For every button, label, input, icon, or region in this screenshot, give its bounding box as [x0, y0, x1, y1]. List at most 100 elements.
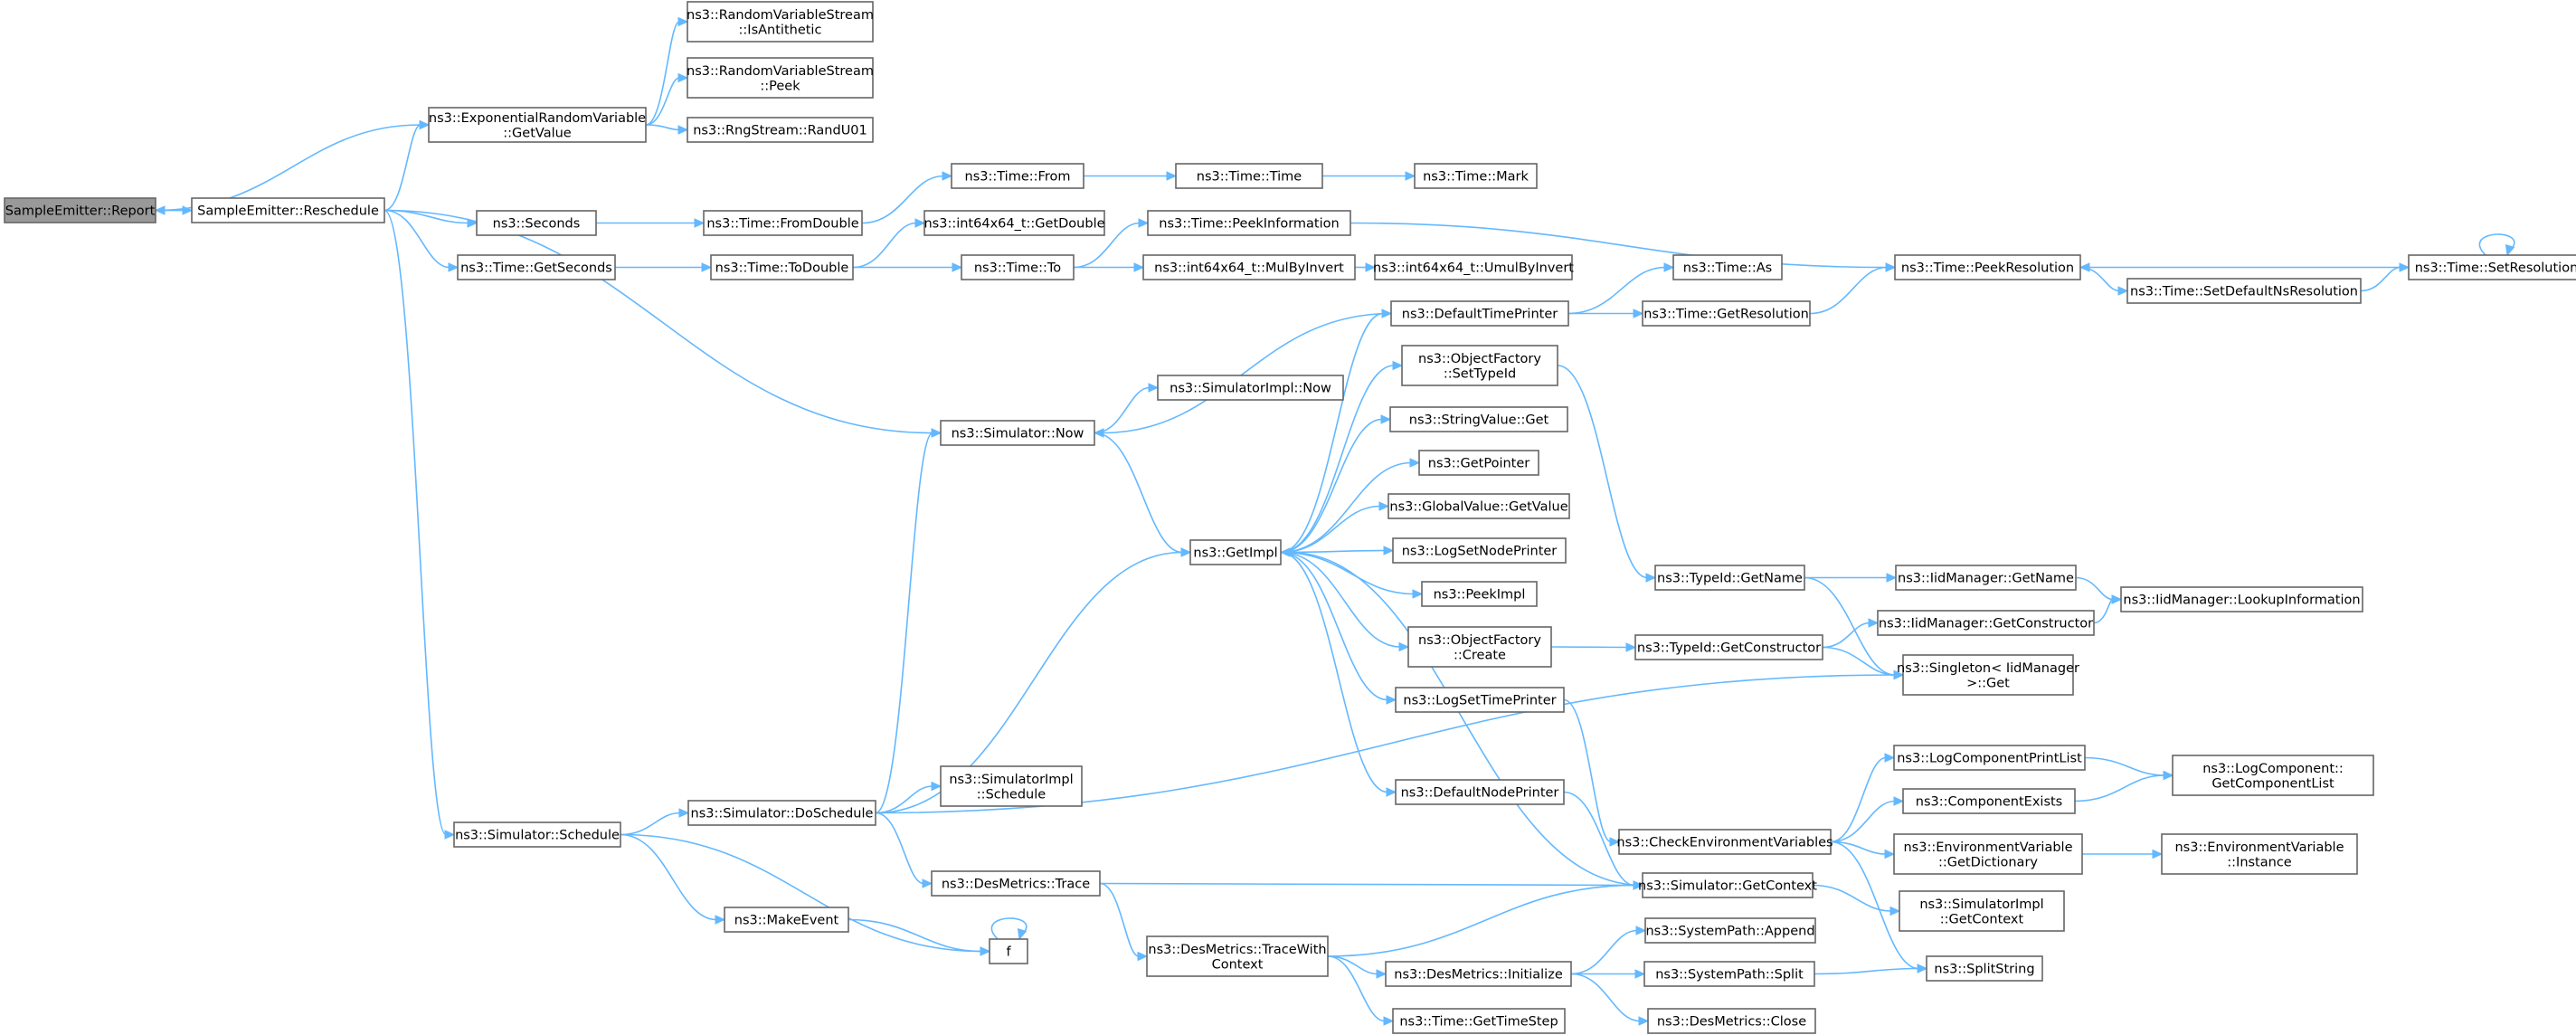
function-node-logsettimeprinter[interactable]: ns3::LogSetTimePrinter — [1395, 687, 1565, 713]
arrowhead — [1634, 969, 1646, 979]
edge-logcomponentprintlist-to-logcomp-getlist — [2084, 756, 2165, 776]
arrowhead — [1383, 546, 1395, 555]
edge-getimpl-to-default-time-printer — [1280, 312, 1384, 554]
function-node-logcomponentprintlist[interactable]: ns3::LogComponentPrintList — [1893, 745, 2086, 771]
function-node-time-gettimestep[interactable]: ns3::Time::GetTimeStep — [1392, 1008, 1566, 1034]
function-node-sim-now[interactable]: ns3::Simulator::Now — [940, 420, 1095, 446]
function-node-default-time-printer[interactable]: ns3::DefaultTimePrinter — [1390, 300, 1569, 327]
function-node-sim-schedule[interactable]: ns3::Simulator::Schedule — [453, 821, 621, 848]
edge-default-time-printer-to-sim-now — [1102, 312, 1392, 434]
function-node-systempath-append[interactable]: ns3::SystemPath::Append — [1644, 917, 1816, 944]
function-node-time-peekinfo[interactable]: ns3::Time::PeekInformation — [1147, 210, 1351, 236]
function-node-peekimpl[interactable]: ns3::PeekImpl — [1421, 581, 1538, 607]
function-node-makeevent[interactable]: ns3::MakeEvent — [724, 907, 849, 933]
function-node-i64-getdouble[interactable]: ns3::int64x64_t::GetDouble — [923, 210, 1105, 236]
function-node-desmetrics-close[interactable]: ns3::DesMetrics::Close — [1647, 1008, 1816, 1034]
function-node-rng-randu01[interactable]: ns3::RngStream::RandU01 — [687, 117, 874, 143]
function-node-default-node-printer[interactable]: ns3::DefaultNodePrinter — [1395, 779, 1565, 805]
node-label: ns3::SplitString — [1934, 963, 2034, 977]
node-label: >::Get — [1966, 676, 2010, 690]
function-node-systempath-split[interactable]: ns3::SystemPath::Split — [1643, 961, 1815, 987]
function-node-getpointer[interactable]: ns3::GetPointer — [1418, 450, 1539, 476]
edge-componentexists-to-logcomp-getlist — [2074, 774, 2165, 802]
node-box — [4, 197, 156, 223]
edge-typeid-getconstructor-to-singleton-get — [1822, 646, 1896, 676]
arrowhead — [1917, 964, 1928, 973]
function-node-of-create[interactable]: ns3::ObjectFactory::Create — [1407, 626, 1552, 668]
function-node-iid-getconstructor[interactable]: ns3::IidManager::GetConstructor — [1877, 610, 2095, 636]
function-node-desmetrics-initialize[interactable]: ns3::DesMetrics::Initialize — [1385, 961, 1572, 987]
arrowhead — [1148, 383, 1160, 393]
function-node-iid-getname[interactable]: ns3::IidManager::GetName — [1895, 565, 2077, 591]
node-label: ns3::int64x64_t::MulByInvert — [1154, 261, 1344, 276]
function-node-time-setdefns[interactable]: ns3::Time::SetDefaultNsResolution — [2126, 278, 2362, 304]
function-node-desmetrics-trace[interactable]: ns3::DesMetrics::Trace — [931, 870, 1101, 897]
arrowhead — [1625, 642, 1637, 652]
function-node-time-to[interactable]: ns3::Time::To — [961, 254, 1075, 280]
function-node-logcomp-getlist[interactable]: ns3::LogComponent::GetComponentList — [2172, 755, 2374, 796]
node-box — [687, 1, 874, 43]
node-label: Context — [1212, 957, 1264, 972]
function-node-iid-lookupinfo[interactable]: ns3::IidManager::LookupInformation — [2120, 586, 2363, 612]
node-box — [1189, 539, 1282, 565]
node-box — [476, 210, 597, 236]
edge-reschedule-to-sim-schedule — [384, 209, 447, 836]
function-node-report[interactable]: SampleEmitter::Report — [4, 197, 156, 223]
node-label: ns3::Time::To — [974, 261, 1061, 276]
function-node-sim-doschedule[interactable]: ns3::Simulator::DoSchedule — [687, 800, 876, 826]
edge-check-env-vars-to-envvar-getdict — [1830, 840, 1887, 855]
node-box — [1642, 300, 1811, 327]
function-node-typeid-getname[interactable]: ns3::TypeId::GetName — [1654, 565, 1805, 591]
function-node-rvs-peek[interactable]: ns3::RandomVariableStream::Peek — [687, 57, 874, 99]
function-node-globalvalue-getvalue[interactable]: ns3::GlobalValue::GetValue — [1387, 493, 1570, 519]
function-node-i64-mulbyinvert[interactable]: ns3::int64x64_t::MulByInvert — [1142, 254, 1356, 280]
function-node-splitstring[interactable]: ns3::SplitString — [1926, 955, 2043, 982]
node-label: ns3::Time::ToDouble — [715, 261, 849, 276]
function-node-typeid-getconstructor[interactable]: ns3::TypeId::GetConstructor — [1634, 634, 1823, 660]
function-node-of-settypeid[interactable]: ns3::ObjectFactory::SetTypeId — [1401, 345, 1558, 386]
function-node-simimpl-schedule[interactable]: ns3::SimulatorImpl::Schedule — [940, 765, 1083, 807]
function-node-time-todouble[interactable]: ns3::Time::ToDouble — [710, 254, 854, 280]
arrowhead — [914, 218, 926, 228]
function-node-sim-getcontext[interactable]: ns3::Simulator::GetContext — [1638, 872, 1817, 898]
function-node-simimpl-getcontext[interactable]: ns3::SimulatorImpl::GetContext — [1899, 890, 2065, 932]
function-node-getimpl[interactable]: ns3::GetImpl — [1189, 539, 1282, 565]
node-box — [453, 821, 621, 848]
node-label: ns3::GetPointer — [1428, 457, 1530, 471]
function-node-time-from[interactable]: ns3::Time::From — [951, 163, 1084, 189]
edge-sim-doschedule-to-desmetrics-trace — [875, 812, 924, 885]
function-node-seconds[interactable]: ns3::Seconds — [476, 210, 597, 236]
function-node-time-getres[interactable]: ns3::Time::GetResolution — [1642, 300, 1811, 327]
function-node-envvar-instance[interactable]: ns3::EnvironmentVariable::Instance — [2161, 833, 2358, 875]
function-node-singleton-get[interactable]: ns3::Singleton< IidManager >::Get — [1897, 654, 2079, 696]
function-node-time-getseconds[interactable]: ns3::Time::GetSeconds — [457, 254, 616, 280]
function-node-time-time[interactable]: ns3::Time::Time — [1175, 163, 1323, 189]
function-node-exp-getvalue[interactable]: ns3::ExponentialRandomVariable::GetValue — [428, 107, 647, 143]
function-node-time-mark[interactable]: ns3::Time::Mark — [1414, 163, 1538, 189]
arrowhead — [1365, 262, 1377, 272]
node-box — [1672, 254, 1783, 280]
function-node-reschedule[interactable]: SampleEmitter::Reschedule — [191, 197, 385, 223]
node-box — [989, 938, 1028, 964]
node-box — [1385, 961, 1572, 987]
function-node-componentexists[interactable]: ns3::ComponentExists — [1902, 788, 2076, 814]
function-node-simimpl-now[interactable]: ns3::SimulatorImpl::Now — [1157, 375, 1344, 401]
arrowhead — [1412, 589, 1424, 599]
function-node-time-setres[interactable]: ns3::Time::SetResolution — [2408, 254, 2576, 280]
node-box — [1395, 779, 1565, 805]
function-node-rvs-isanti[interactable]: ns3::RandomVariableStream::IsAntithetic — [687, 1, 874, 43]
function-node-i64-umulbyinvert[interactable]: ns3::int64x64_t::UmulByInvert — [1373, 254, 1574, 280]
edge-time-todouble-to-i64-getdouble — [852, 222, 917, 269]
function-node-check-env-vars[interactable]: ns3::CheckEnvironmentVariables — [1616, 829, 1833, 855]
function-node-logsetnodeprinter[interactable]: ns3::LogSetNodePrinter — [1392, 537, 1567, 564]
function-node-time-peekres[interactable]: ns3::Time::PeekResolution — [1894, 254, 2081, 280]
function-node-stringvalue-get[interactable]: ns3::StringValue::Get — [1389, 406, 1568, 432]
node-label: ns3::ComponentExists — [1916, 795, 2063, 810]
arrowhead — [1885, 262, 1897, 272]
function-node-envvar-getdict[interactable]: ns3::EnvironmentVariable::GetDictionary — [1893, 833, 2083, 875]
function-node-f[interactable]: f — [989, 938, 1028, 964]
function-node-time-fromdouble[interactable]: ns3::Time::FromDouble — [703, 210, 863, 236]
node-box — [1175, 163, 1323, 189]
function-node-time-as[interactable]: ns3::Time::As — [1672, 254, 1783, 280]
